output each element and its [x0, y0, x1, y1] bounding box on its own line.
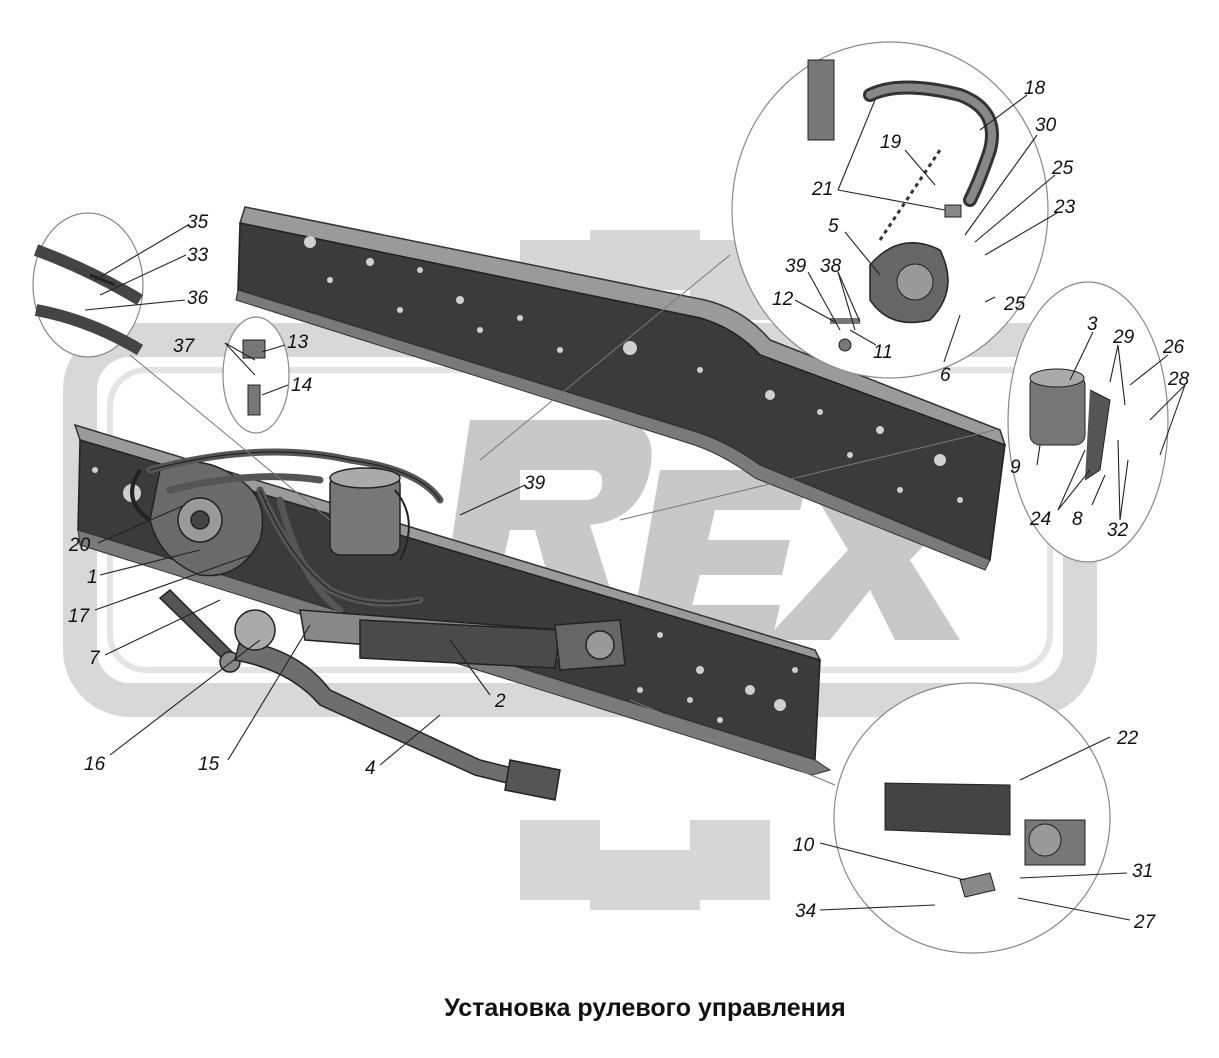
callout-23: 23	[1053, 197, 1076, 218]
callout-9: 9	[1010, 457, 1021, 478]
detail-inset-top	[731, 41, 1049, 379]
upper-rail-holes	[304, 236, 963, 503]
callout-3: 3	[1087, 314, 1098, 335]
callout-1: 1	[87, 567, 98, 588]
callout-26: 26	[1162, 337, 1185, 358]
callout-8: 8	[1072, 509, 1083, 530]
callouts: 18 30 19 25 21 23 5 39 38 12 25 11 6 3 2…	[68, 78, 1190, 933]
detail-inset-bolt	[222, 316, 290, 434]
detail-inset-bottom	[833, 682, 1111, 954]
callout-2: 2	[494, 691, 506, 712]
hoses-outline	[149, 451, 441, 604]
callout-37: 37	[173, 336, 196, 357]
steering-gear-cluster	[130, 461, 264, 673]
diagram-caption: Установка рулевого управления	[444, 994, 846, 1022]
callout-16: 16	[84, 754, 106, 775]
callout-30: 30	[1035, 115, 1057, 136]
callout-32: 32	[1107, 520, 1129, 541]
callout-33: 33	[187, 245, 209, 266]
callout-39a: 39	[785, 256, 807, 277]
power-cylinder	[299, 609, 626, 671]
oil-reservoir	[329, 467, 410, 561]
callout-5: 5	[828, 216, 839, 237]
callout-12: 12	[772, 289, 794, 310]
callout-11: 11	[873, 342, 893, 363]
callout-18: 18	[1024, 78, 1046, 99]
callout-19: 19	[880, 132, 902, 153]
callout-21: 21	[811, 179, 833, 200]
callout-36: 36	[187, 288, 209, 309]
callout-34: 34	[795, 901, 816, 922]
detail-inset-right	[1007, 281, 1169, 563]
drag-link	[234, 609, 561, 801]
callout-15: 15	[198, 754, 220, 775]
callout-28: 28	[1167, 369, 1190, 390]
callout-35: 35	[187, 212, 209, 233]
callout-4: 4	[365, 758, 376, 779]
callout-29: 29	[1112, 327, 1135, 348]
callout-22: 22	[1116, 728, 1139, 749]
callout-17: 17	[68, 606, 91, 627]
upper-frame-rail	[235, 206, 1007, 571]
callout-10: 10	[793, 835, 815, 856]
callout-25b: 25	[1003, 294, 1026, 315]
callout-25a: 25	[1051, 158, 1074, 179]
callout-20: 20	[68, 535, 91, 556]
callout-24: 24	[1029, 509, 1051, 530]
leader-lines	[84, 94, 1186, 921]
callout-39b: 39	[524, 473, 546, 494]
callout-31: 31	[1132, 861, 1153, 882]
callout-27: 27	[1133, 912, 1157, 933]
callout-38: 38	[820, 256, 842, 277]
callout-7: 7	[89, 648, 101, 669]
callout-6: 6	[940, 365, 951, 386]
callout-14: 14	[291, 375, 312, 396]
inset-connector-lines	[129, 254, 996, 786]
detail-inset-left	[32, 212, 144, 358]
callout-13: 13	[287, 332, 309, 353]
